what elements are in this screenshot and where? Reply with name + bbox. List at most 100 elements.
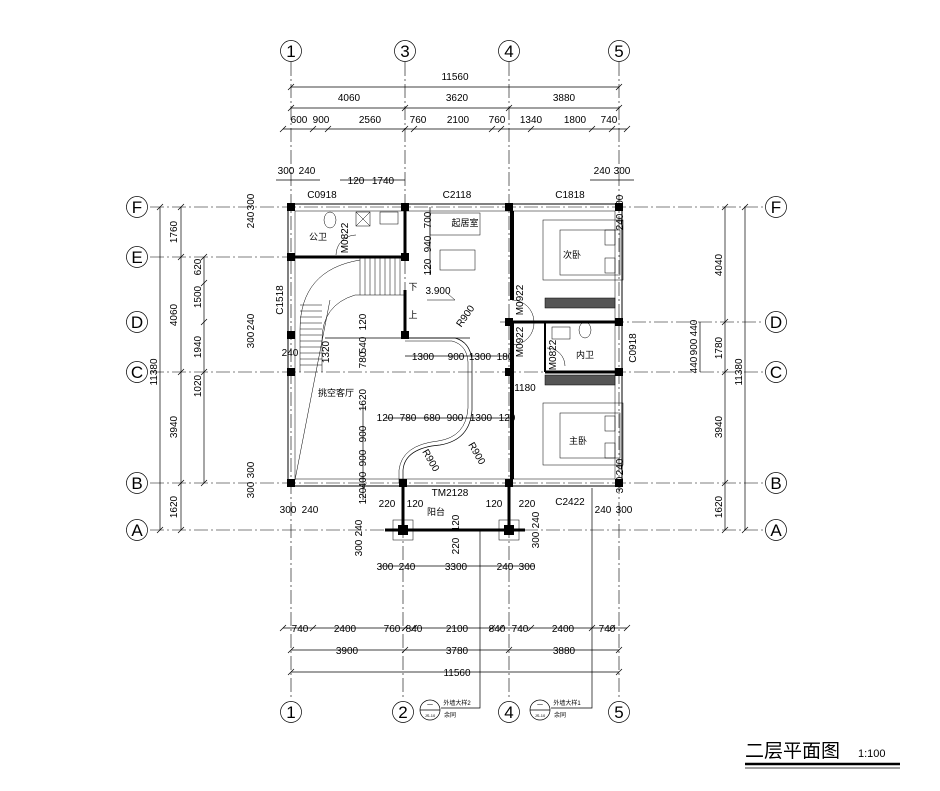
dims-top-detail-4: 2100 bbox=[447, 115, 470, 126]
axis-right-0-bubble bbox=[765, 196, 787, 218]
axis-left-0-label: F bbox=[132, 198, 142, 217]
axis-bottom-2-label: 4 bbox=[504, 703, 513, 722]
openings-doors-3: M0822 bbox=[548, 339, 559, 370]
door-swings bbox=[335, 234, 566, 367]
bed-master-bedroom bbox=[542, 402, 624, 466]
dims-top-walls-3: 1740 bbox=[372, 176, 395, 187]
interior-dims-1: 940 bbox=[423, 235, 434, 252]
axis-top-3-label: 5 bbox=[614, 42, 623, 61]
callout-top: 一 bbox=[537, 703, 543, 709]
dims-top-walls-4: 240 bbox=[594, 166, 611, 177]
interior-dims-31: 300 bbox=[531, 531, 542, 548]
dims-bottom-detail-6: 740 bbox=[512, 624, 529, 635]
column bbox=[401, 331, 409, 339]
dims-bottom-walls-2: 240 bbox=[595, 505, 612, 516]
interior-dims-18: 120 bbox=[499, 413, 516, 424]
dims-top-overall: 11560 bbox=[441, 72, 469, 83]
axis-bottom-3-bubble bbox=[608, 701, 630, 723]
interior-dims-29: 300 bbox=[354, 539, 365, 556]
axis-left-2-label: D bbox=[131, 313, 143, 332]
column bbox=[401, 253, 409, 261]
dims-bottom-walls-3: 300 bbox=[616, 505, 633, 516]
axis-right-4-bubble bbox=[765, 519, 787, 541]
dims-right-bays-1: 1780 bbox=[714, 336, 725, 359]
interior-dims-13: 120 bbox=[377, 413, 394, 424]
dims-top-detail-0: 600 bbox=[291, 115, 308, 126]
openings-windows-4: C0918 bbox=[628, 333, 639, 363]
dims-right-bays-2: 3940 bbox=[714, 415, 725, 438]
dims-bottom-detail-5: 840 bbox=[489, 624, 506, 635]
grid-lines bbox=[150, 62, 763, 700]
axis-top-0-bubble bbox=[280, 40, 302, 62]
column bbox=[505, 318, 513, 326]
dims-bottom-detail-0: 740 bbox=[292, 624, 309, 635]
openings-doors-2: M0922 bbox=[515, 326, 526, 357]
column bbox=[505, 368, 513, 376]
dims-top-detail-7: 1800 bbox=[564, 115, 587, 126]
interior-dims-17: 1300 bbox=[470, 413, 493, 424]
dims-top-walls-0: 300 bbox=[278, 166, 295, 177]
rooms-void-living: 挑空客厅 bbox=[318, 387, 354, 398]
dims-left-walls-4: 300 bbox=[246, 481, 257, 498]
dims-top-detail-6: 1340 bbox=[520, 115, 543, 126]
staircase bbox=[294, 258, 405, 481]
axis-left-3-bubble bbox=[126, 361, 148, 383]
rooms-inner-bath: 内卫 bbox=[576, 349, 594, 360]
dims-top-detail-3: 760 bbox=[410, 115, 427, 126]
dims-bottom-walls-0: 300 bbox=[280, 505, 297, 516]
column bbox=[399, 479, 407, 487]
dims-right-overall: 11380 bbox=[734, 358, 745, 386]
axis-right-1-label: D bbox=[770, 313, 782, 332]
interior-dims-20: 900 bbox=[358, 449, 369, 466]
dims-top-detail-5: 760 bbox=[489, 115, 506, 126]
dims-left-bays-3: 1620 bbox=[169, 495, 180, 518]
interior-dims-25: 120 bbox=[486, 499, 503, 510]
rooms-public-bath: 公卫 bbox=[309, 232, 327, 242]
axis-left-1-bubble bbox=[126, 246, 148, 268]
interior-dims-33: 300 bbox=[377, 562, 394, 573]
axis-top-0-label: 1 bbox=[286, 42, 295, 61]
callout-label: 外墙大样2 bbox=[443, 699, 471, 707]
callout-label: 外墙大样1 bbox=[553, 699, 581, 707]
dims-bottom-detail-7: 2400 bbox=[552, 624, 575, 635]
dimension-lines bbox=[156, 83, 749, 676]
detail-callout-1: 一 JS-10 外墙大样1 余同 bbox=[529, 488, 593, 721]
openings-windows-2: C1818 bbox=[555, 190, 585, 201]
scale-text: 1:100 bbox=[858, 748, 886, 760]
dims-top-bays-1: 3620 bbox=[446, 93, 469, 104]
dims-left-bays-2: 3940 bbox=[169, 415, 180, 438]
callout-note: 余同 bbox=[554, 711, 566, 719]
interior-dims-28: 220 bbox=[451, 537, 462, 554]
column bbox=[398, 525, 408, 535]
title-text: 二层平面图 bbox=[745, 740, 840, 762]
interior-dims-16: 900 bbox=[447, 413, 464, 424]
column bbox=[615, 318, 623, 326]
interior-dims-8: 900 bbox=[448, 352, 465, 363]
column bbox=[401, 203, 409, 211]
dims-left-walls-1: 300 bbox=[246, 193, 257, 210]
interior-dims-5: 540 bbox=[358, 336, 369, 353]
dims-top-walls-2: 120 bbox=[348, 176, 365, 187]
dims-bottom-bays-1: 3780 bbox=[446, 646, 469, 657]
dims-top-detail-8: 740 bbox=[601, 115, 618, 126]
axis-left-5-bubble bbox=[126, 519, 148, 541]
column bbox=[505, 479, 513, 487]
axis-left-2-bubble bbox=[126, 311, 148, 333]
dims-bottom-overall: 11560 bbox=[443, 668, 471, 679]
axis-left-0-bubble bbox=[126, 196, 148, 218]
balcony-pier bbox=[498, 519, 520, 541]
interior-dims-7: 1300 bbox=[412, 352, 435, 363]
dims-left-bays-1: 4060 bbox=[169, 303, 180, 326]
callout-sheet: JS-10 bbox=[425, 713, 436, 718]
axis-right-1-bubble bbox=[765, 311, 787, 333]
dims-bottom-detail-4: 2100 bbox=[446, 624, 469, 635]
dims-left-detail-1: 1500 bbox=[193, 285, 204, 308]
interior-dims-32: 240 bbox=[531, 511, 542, 528]
detail-callout-2: 一 JS-10 外墙大样2 余同 bbox=[419, 530, 481, 721]
openings-windows-1: C2118 bbox=[443, 190, 472, 201]
rooms-living-room: 起居室 bbox=[451, 217, 478, 228]
interior-dims-40: R900 bbox=[465, 441, 487, 468]
interior-dims-38: R900 bbox=[455, 303, 478, 329]
